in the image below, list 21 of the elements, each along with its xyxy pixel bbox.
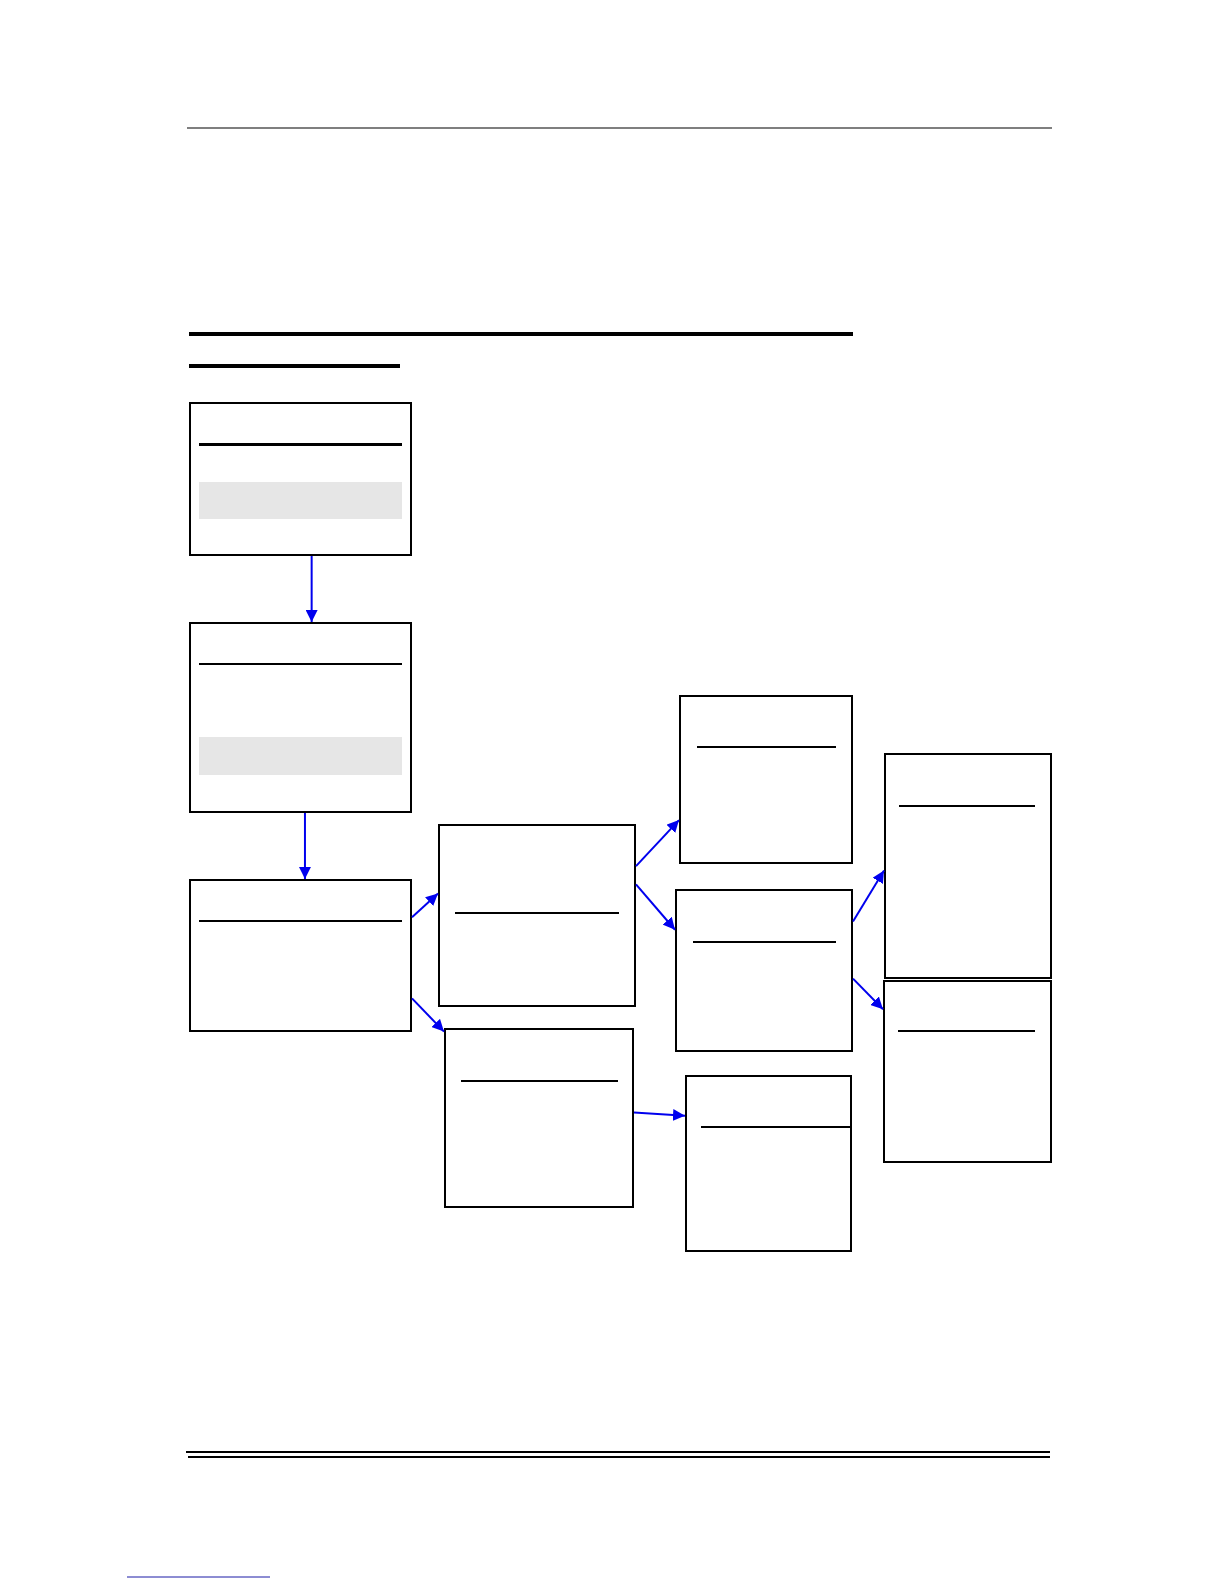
arrow (635, 819, 680, 868)
arrow (852, 869, 885, 923)
flow-box (189, 622, 412, 813)
flow-box (883, 980, 1052, 1163)
arrow (635, 883, 676, 931)
arrow (852, 977, 884, 1011)
shaded-band (199, 482, 402, 519)
arrow (411, 892, 439, 919)
flow-box (438, 824, 636, 1007)
flow-box (189, 402, 412, 556)
flow-box (189, 879, 412, 1032)
flow-box (679, 695, 853, 864)
flow-box (444, 1028, 634, 1208)
arrow (411, 997, 445, 1033)
arrow (305, 555, 318, 623)
flow-box (675, 889, 853, 1052)
flow-box (884, 753, 1052, 979)
shaded-band (199, 737, 402, 775)
arrow (298, 812, 311, 880)
flow-box (685, 1075, 852, 1252)
arrow (633, 1109, 686, 1121)
